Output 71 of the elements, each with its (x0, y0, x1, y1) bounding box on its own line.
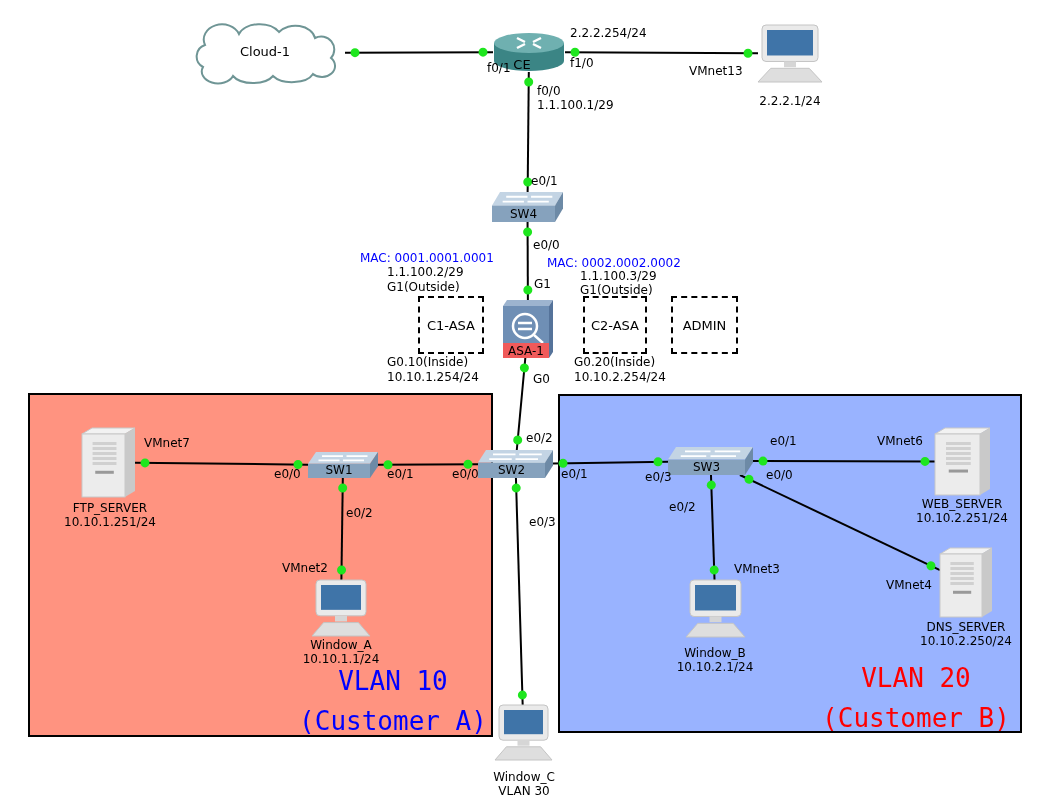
device-name: SW2 (496, 463, 527, 477)
port-label: e0/3 (645, 470, 672, 484)
vlan-title: VLAN 20 (Customer B) (821, 662, 1011, 735)
placeholder-box: C2-ASA (583, 296, 647, 354)
port-label: f1/0 (570, 56, 594, 70)
vlan-title: VLAN 10 (Customer A) (298, 665, 488, 738)
interface-label: VMnet2 (282, 561, 328, 575)
device-name: CE (512, 58, 532, 72)
port-label: e0/1 (561, 467, 588, 481)
vlan-area (28, 393, 493, 737)
placeholder-box: ADMIN (671, 296, 738, 354)
device-name: WEB_SERVER (920, 497, 1004, 511)
port-label: e0/2 (346, 506, 373, 520)
device-caption: 10.10.2.1/24 (675, 660, 755, 674)
ip-address: 10.10.2.254/24 (574, 370, 666, 384)
network-link (513, 357, 529, 451)
port-label: G1 (534, 277, 551, 291)
interface-role: G0.20(Inside) (574, 355, 656, 369)
device-name: Window_C (492, 770, 556, 784)
vlan-area (558, 394, 1022, 733)
interface-role: G1(Outside) (387, 280, 460, 294)
network-link (377, 459, 479, 470)
interface-role: G1(Outside) (580, 283, 653, 297)
port-label: G0 (533, 372, 550, 386)
ip-address: 1.1.100.2/29 (387, 265, 464, 279)
ip-address: 1.1.100.3/29 (580, 269, 657, 283)
mac-address: MAC: 0002.0002.0002 (547, 256, 681, 270)
interface-label: VMnet7 (144, 436, 190, 450)
network-link (511, 477, 527, 706)
port-label: f0/1 (487, 61, 511, 75)
interface-role: G0.10(Inside) (387, 355, 469, 369)
device-name: SW4 (508, 207, 539, 221)
device-name: Cloud-1 (238, 45, 292, 59)
device-caption: VLAN 30 (497, 784, 551, 798)
port-label: e0/2 (669, 500, 696, 514)
device-caption: 10.10.1.1/24 (301, 652, 381, 666)
port-label: e0/0 (766, 468, 793, 482)
network-link (564, 47, 759, 58)
network-link (552, 457, 669, 468)
device-name: ASA-1 (507, 344, 545, 358)
device-name: 2.2.2.1/24 (758, 94, 822, 108)
network-link (752, 456, 936, 466)
interface-label: VMnet4 (886, 578, 932, 592)
interface-label: VMnet6 (877, 434, 923, 448)
interface-label: VMnet13 (689, 64, 743, 78)
network-link (523, 71, 534, 193)
device-name: SW3 (691, 460, 722, 474)
port-label: e0/3 (529, 515, 556, 529)
device-caption: 10.10.2.251/24 (915, 511, 1009, 525)
network-link (706, 474, 719, 581)
device-name: Window_A (309, 638, 373, 652)
port-label: e0/1 (387, 467, 414, 481)
device-name: Window_B (683, 646, 747, 660)
port-label: e0/0 (533, 238, 560, 252)
ip-address: 10.10.1.254/24 (387, 370, 479, 384)
network-link (337, 477, 348, 581)
network-link (738, 474, 941, 572)
network-link (523, 221, 533, 301)
device-caption: 10.10.1.251/24 (63, 515, 157, 529)
device-name: SW1 (324, 463, 354, 477)
port-label: e0/0 (452, 467, 479, 481)
port-label: f0/0 (537, 84, 561, 98)
device-name: FTP_SERVER (71, 501, 149, 515)
placeholder-box: C1-ASA (418, 296, 484, 354)
network-link (134, 458, 309, 469)
device-name: DNS_SERVER (925, 620, 1007, 634)
device-caption: 10.10.2.250/24 (919, 634, 1013, 648)
mac-address: MAC: 0001.0001.0001 (360, 251, 494, 265)
ip-address: 1.1.100.1/29 (537, 98, 614, 112)
interface-label: VMnet3 (734, 562, 780, 576)
network-link (344, 47, 494, 58)
